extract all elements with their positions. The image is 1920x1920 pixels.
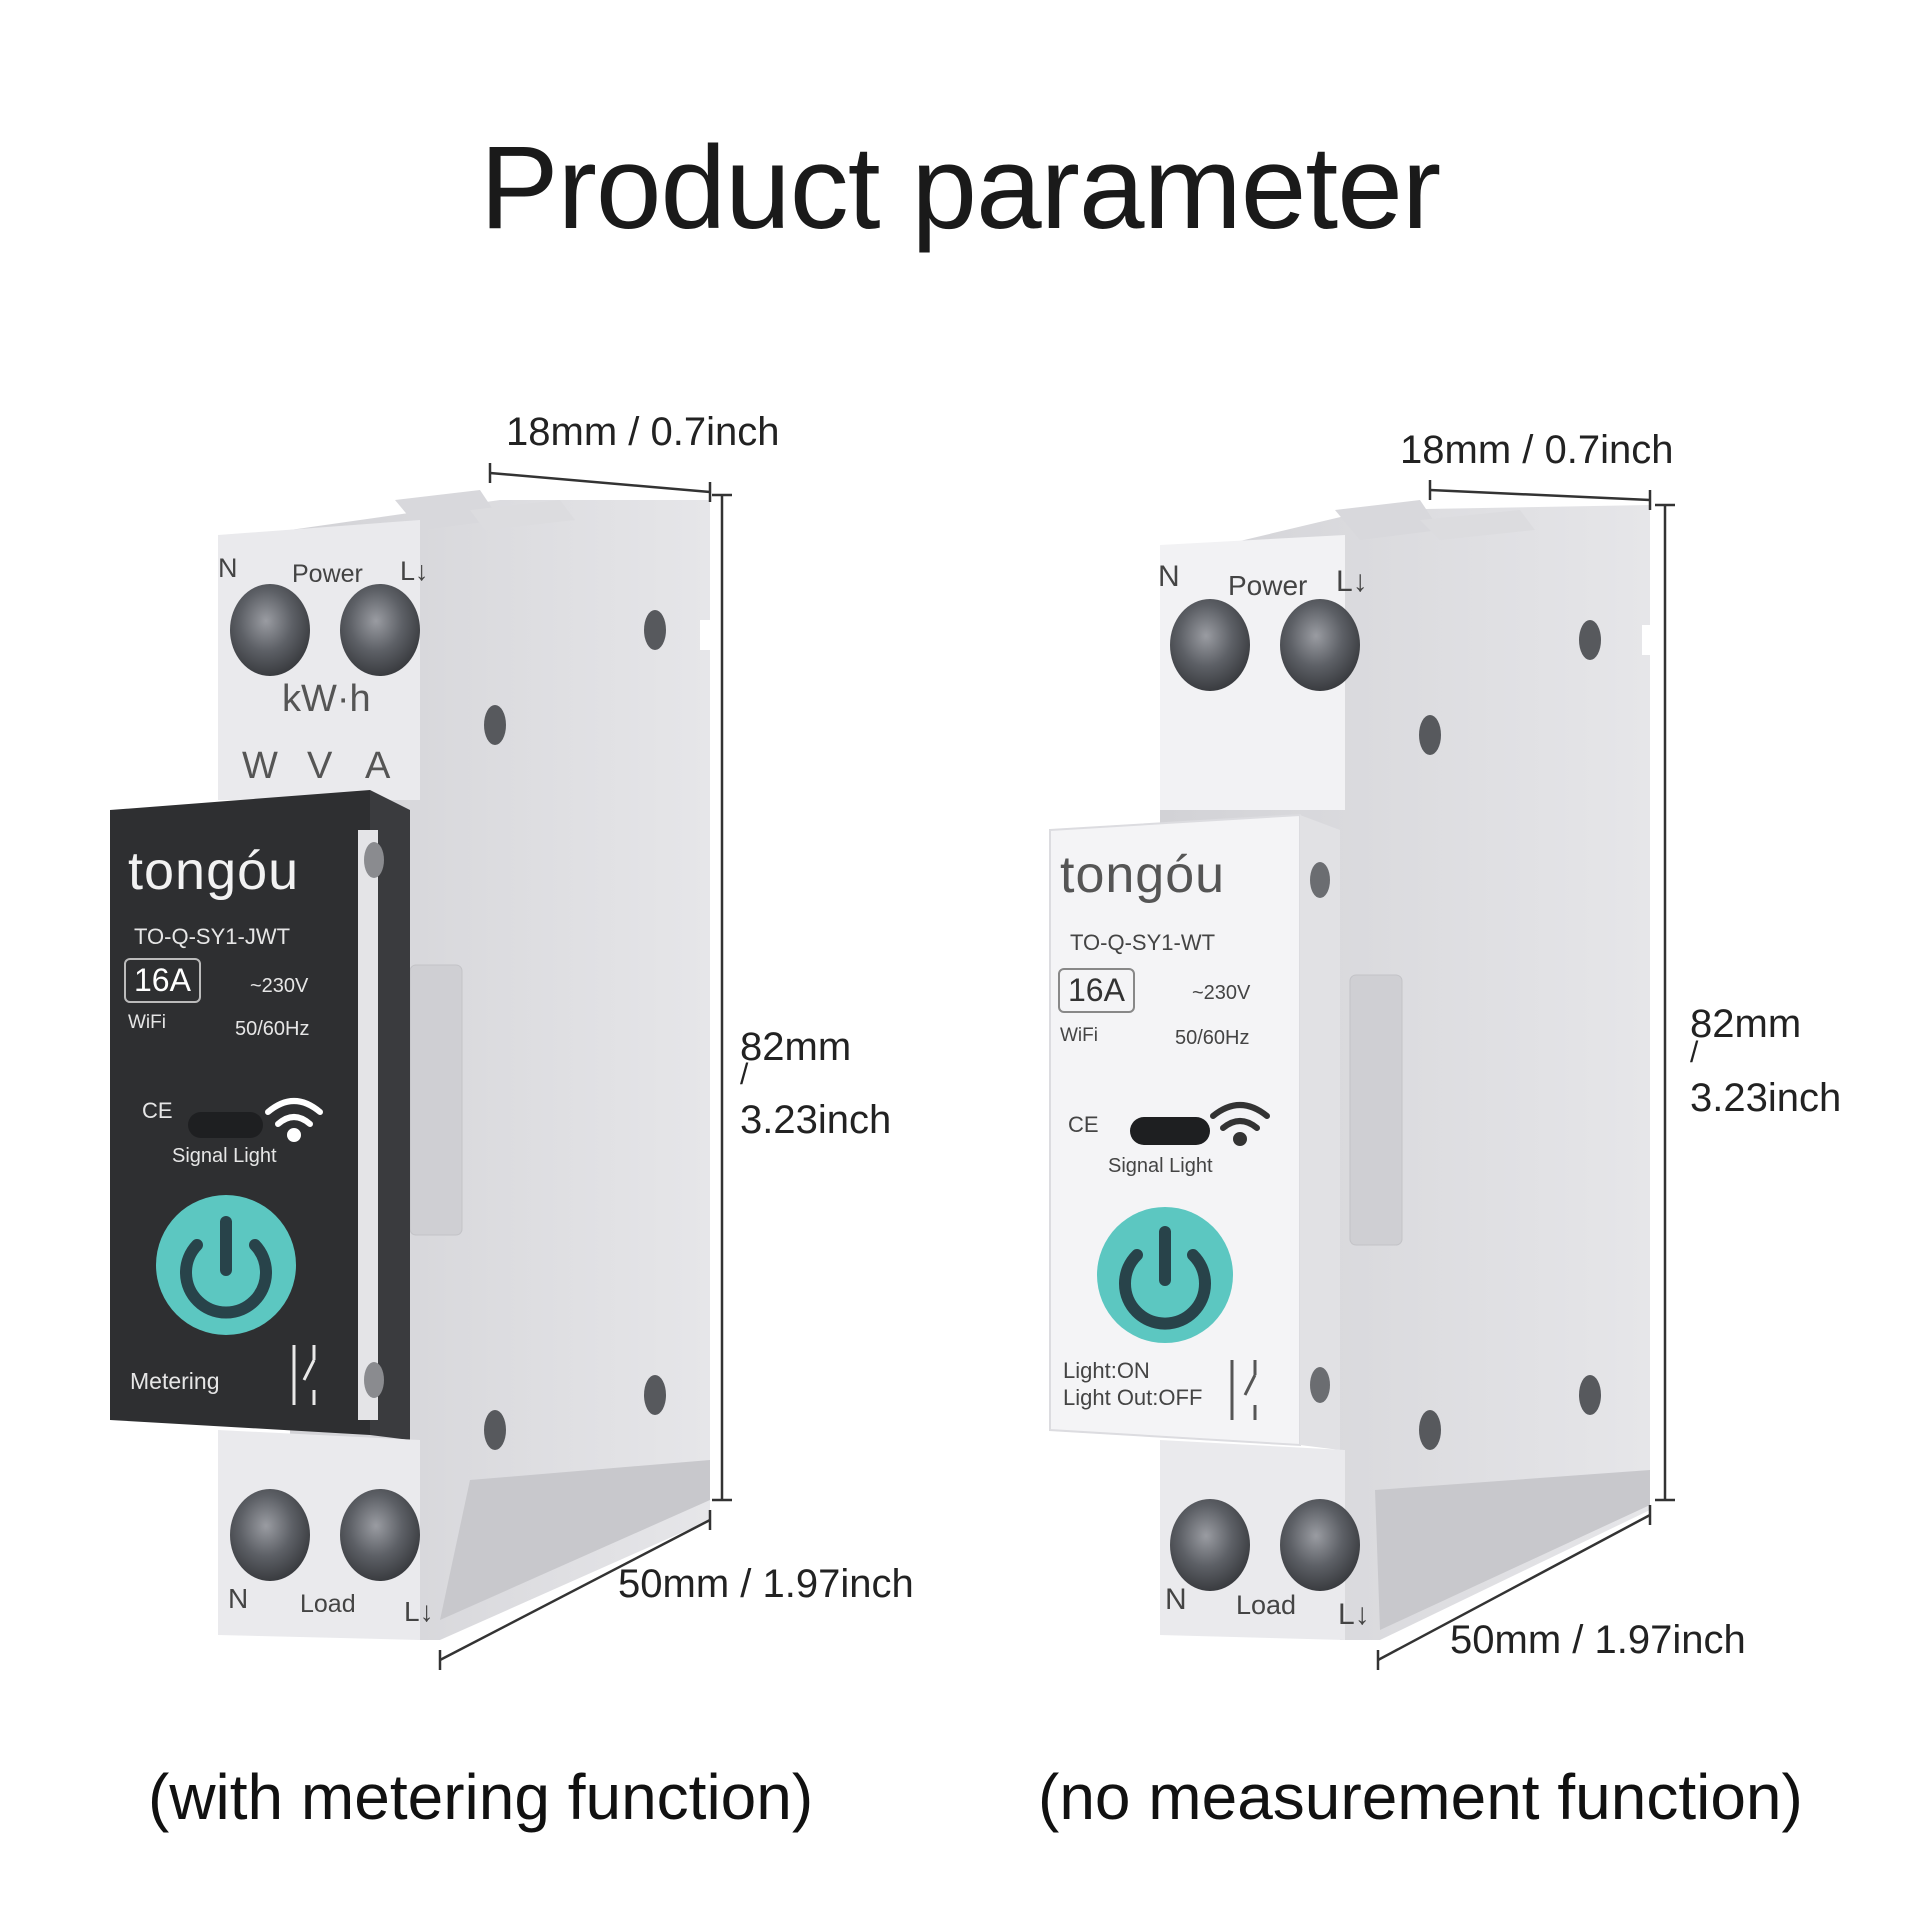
right-terminal-n-top (1170, 599, 1250, 691)
right-light-off: Light Out:OFF (1063, 1385, 1203, 1410)
left-dim-depth: 50mm / 1.97inch (618, 1562, 914, 1606)
left-switch-symbol (292, 1345, 316, 1405)
left-mode-label: Metering (130, 1368, 220, 1394)
right-bottom-label-load: Load (1236, 1590, 1297, 1620)
right-light-on: Light:ON (1063, 1358, 1150, 1383)
left-meter-a: A (365, 745, 391, 787)
left-front-bottom (218, 1430, 420, 1640)
left-freq: 50/60Hz (235, 1018, 310, 1040)
right-dimension-lines (1376, 480, 1675, 1670)
right-terminal-l-bottom (1280, 1499, 1360, 1591)
right-terminal-l-top (1280, 599, 1360, 691)
left-caption: (with metering function) (148, 1761, 814, 1833)
right-top-label-n: N (1158, 560, 1180, 593)
left-terminal-n-top (230, 584, 310, 676)
right-top-label-power: Power (1228, 570, 1308, 601)
left-wifi-icon (265, 1098, 323, 1142)
left-signal-label: Signal Light (172, 1145, 277, 1167)
left-device (110, 463, 732, 1670)
left-ce-mark: CE (142, 1098, 173, 1123)
left-bottom-label-load: Load (300, 1590, 356, 1618)
left-meter-v: V (307, 745, 333, 787)
right-wifi-icon (1210, 1102, 1270, 1146)
left-dimension-lines (438, 463, 732, 1670)
left-dim-height-inch: 3.23inch (740, 1098, 892, 1142)
left-rating: 16A (124, 958, 201, 1003)
right-dim-depth: 50mm / 1.97inch (1450, 1618, 1746, 1662)
left-dim-width: 18mm / 0.7inch (506, 410, 780, 454)
left-dim-height-mm: 82mm (740, 1025, 852, 1069)
right-caption: (no measurement function) (1038, 1761, 1803, 1833)
right-dim-height-sep: / (1690, 1036, 1699, 1069)
left-meter-w: W (242, 745, 278, 787)
left-signal-light (188, 1112, 263, 1138)
right-dim-height-mm: 82mm (1690, 1002, 1802, 1046)
right-dim-width: 18mm / 0.7inch (1400, 428, 1674, 472)
page-title: Product parameter (479, 122, 1441, 254)
left-terminal-l-bottom (340, 1489, 420, 1581)
right-brand-logo: tongóu (1060, 846, 1226, 904)
right-wifi-text: WiFi (1060, 1025, 1098, 1046)
left-wifi-text: WiFi (128, 1012, 166, 1033)
left-bottom-label-n: N (228, 1583, 249, 1614)
right-ce-mark: CE (1068, 1112, 1099, 1137)
right-rating: 16A (1058, 968, 1135, 1013)
left-terminal-n-bottom (230, 1489, 310, 1581)
right-switch-symbol (1230, 1360, 1257, 1420)
left-dim-height-sep: / (740, 1058, 749, 1091)
left-top-label-l: L↓ (400, 556, 429, 586)
right-bottom-label-l: L↓ (1338, 1598, 1370, 1631)
right-terminal-n-bottom (1170, 1499, 1250, 1591)
right-freq: 50/60Hz (1175, 1027, 1250, 1049)
left-bottom-label-l: L↓ (404, 1596, 434, 1627)
left-top-label-power: Power (292, 560, 363, 588)
right-dim-height-inch: 3.23inch (1690, 1076, 1842, 1120)
right-signal-label: Signal Light (1108, 1155, 1213, 1177)
left-terminal-l-top (340, 584, 420, 676)
left-top-label-n: N (218, 553, 238, 583)
right-bottom-label-n: N (1165, 1583, 1187, 1616)
right-device (1049, 480, 1675, 1670)
left-voltage: ~230V (250, 975, 309, 997)
left-meter-kwh: kW·h (282, 678, 371, 720)
left-brand-logo: tongóu (128, 841, 300, 901)
left-model: TO-Q-SY1-JWT (134, 924, 291, 949)
right-signal-light (1130, 1117, 1210, 1145)
right-model: TO-Q-SY1-WT (1070, 930, 1216, 955)
right-voltage: ~230V (1192, 982, 1251, 1004)
right-top-label-l: L↓ (1336, 565, 1368, 598)
